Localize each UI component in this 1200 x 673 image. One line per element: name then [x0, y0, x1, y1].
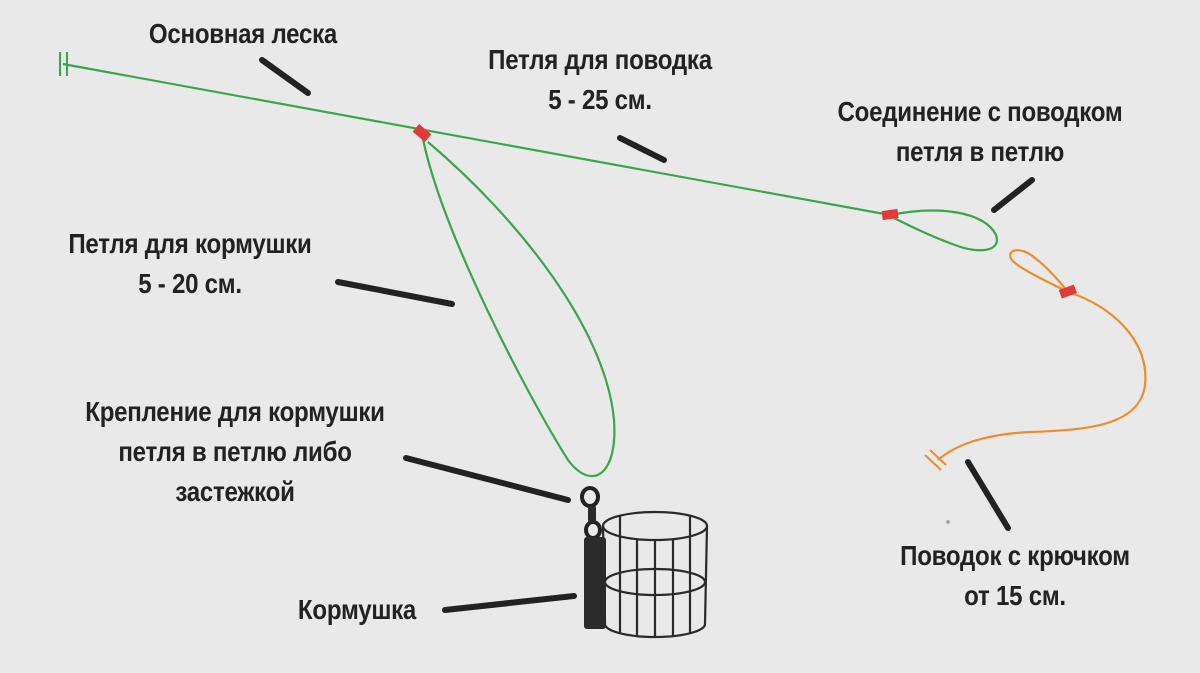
label-connection-line1: Соединение с поводком [837, 96, 1123, 127]
knot-connection [881, 208, 899, 221]
feeder [580, 486, 709, 639]
pointer-lines [259, 57, 1035, 613]
label-feeder-attach: Крепление для кормушки петля в петлю либ… [50, 392, 420, 512]
label-feeder-loop-line2: 5 - 20 см. [138, 268, 242, 299]
label-feeder-loop: Петля для кормушки 5 - 20 см. [44, 224, 336, 304]
label-connection-line2: петля в петлю [895, 136, 1065, 167]
label-leader-hook-line1: Поводок с крючком [900, 540, 1130, 571]
leader-line [937, 290, 1147, 461]
knot-feeder-loop [412, 124, 432, 142]
label-feeder-text: Кормушка [297, 594, 417, 625]
hook-marks [924, 449, 947, 471]
connection-loop [889, 209, 999, 252]
label-feeder-attach-line2: петля в петлю либо [118, 436, 352, 467]
label-main-line: Основная леска [127, 14, 359, 54]
leader-loop [1009, 249, 1069, 293]
label-feeder-loop-line1: Петля для кормушки [68, 228, 312, 259]
knot-leader [1058, 284, 1077, 299]
main-fishing-line [62, 62, 891, 217]
label-feeder: Кормушка [284, 590, 430, 630]
label-leader-loop: Петля для поводка 5 - 25 см. [471, 40, 729, 120]
pointer-feeder-attach [403, 455, 571, 503]
pointer-feeder [442, 593, 577, 613]
small-dot [946, 520, 950, 524]
pointer-leader-hook [965, 459, 1011, 531]
swivel-ring-bottom [584, 520, 602, 540]
swivel-ring-top [580, 486, 600, 508]
feeder-weight [584, 537, 606, 629]
label-leader-loop-line2: 5 - 25 см. [548, 84, 652, 115]
label-leader-hook: Поводок с крючком от 15 см. [877, 536, 1152, 616]
label-feeder-attach-line3: застежкой [175, 476, 295, 507]
swivel-body [588, 506, 596, 522]
line-end-marks [59, 52, 68, 76]
label-leader-hook-line2: от 15 см. [964, 580, 1066, 611]
pointer-connection [991, 177, 1035, 213]
label-connection: Соединение с поводком петля в петлю [808, 92, 1152, 172]
label-feeder-attach-line1: Крепление для кормушки [85, 396, 385, 427]
feeder-loop [420, 133, 616, 478]
label-main-line-text: Основная леска [148, 18, 338, 49]
pointer-main-line [259, 57, 311, 96]
pointer-leader-loop [617, 135, 667, 163]
label-leader-loop-line1: Петля для поводка [488, 44, 712, 75]
feeder-cage [601, 510, 709, 639]
pointer-feeder-loop [335, 279, 455, 307]
